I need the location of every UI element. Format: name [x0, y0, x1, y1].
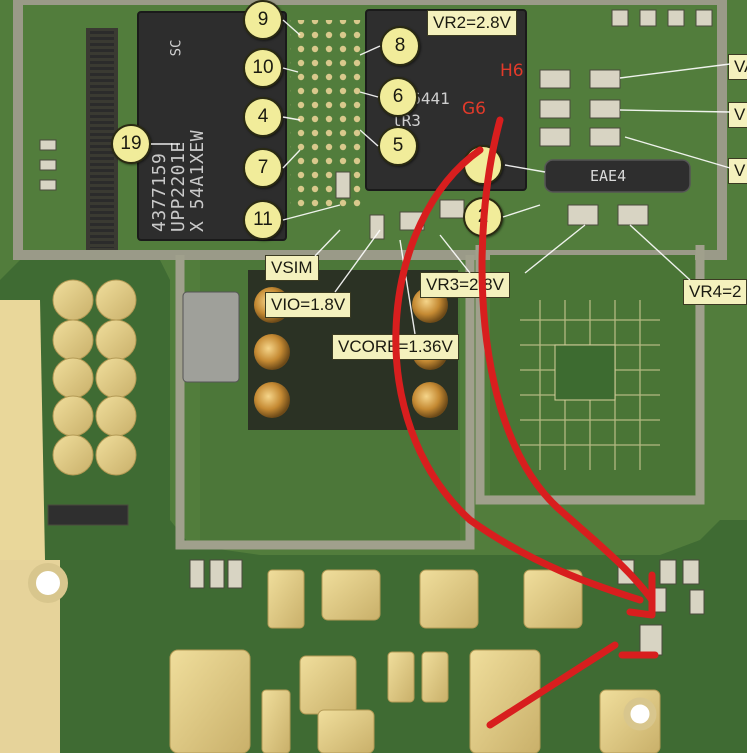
test-point-marker: 4 — [243, 97, 283, 137]
test-point-marker: 5 — [378, 126, 418, 166]
rail-label-v: V — [728, 102, 747, 128]
rail-label-vr3: VR3=2.8V — [420, 272, 510, 298]
test-point-marker: 19 — [111, 124, 151, 164]
main-ic-side-mark: SC — [168, 39, 185, 57]
rail-label-vio: VIO=1.8V — [265, 292, 352, 318]
test-point-marker: 11 — [243, 200, 283, 240]
rail-label-vr4: VR4=2 — [683, 279, 747, 305]
rail-label-va: VA — [728, 54, 747, 80]
test-point-marker: 9 — [243, 0, 283, 40]
test-point-marker: 10 — [243, 48, 283, 88]
pin-label-g6: G6 — [462, 99, 486, 119]
crystal-marking: EAE4 — [590, 167, 627, 185]
test-point-marker: 6 — [378, 77, 418, 117]
test-point-marker — [463, 145, 503, 185]
rail-label-vr2: VR2=2.8V — [427, 10, 517, 36]
main-ic-marking: 4377159 UPP2201E X 54A1XEW — [149, 129, 208, 232]
test-point-marker: 8 — [380, 26, 420, 66]
rail-label-vcore: VCORE=1.36V — [332, 334, 459, 360]
rail-label-vsim: VSIM — [265, 255, 319, 281]
rail-label-v: V — [728, 158, 747, 184]
test-point-marker: 2 — [463, 197, 503, 237]
test-point-marker: 7 — [243, 148, 283, 188]
pin-label-h6: H6 — [500, 61, 524, 81]
